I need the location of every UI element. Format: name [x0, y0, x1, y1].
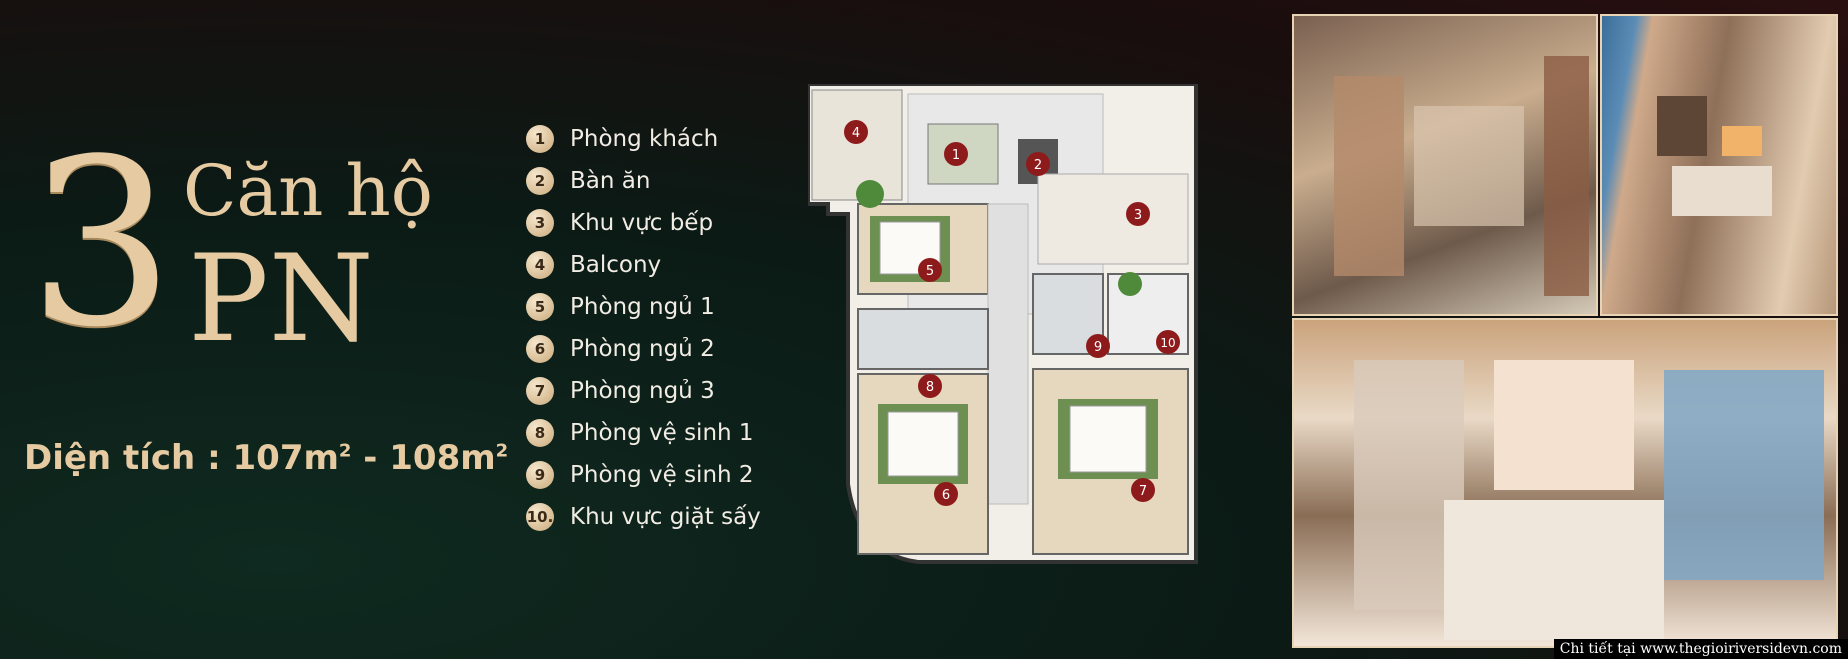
plan-marker: 1: [944, 142, 968, 166]
legend-number: 3: [526, 209, 554, 237]
svg-text:5: 5: [926, 264, 934, 279]
legend-label: Phòng ngủ 3: [570, 378, 715, 404]
legend-label: Phòng khách: [570, 126, 719, 152]
plant-icon: [856, 180, 884, 208]
legend-item: 4 Balcony: [526, 244, 761, 286]
area-max: 108m: [389, 438, 496, 478]
svg-text:7: 7: [1139, 484, 1147, 499]
legend-item: 9 Phòng vệ sinh 2: [526, 454, 761, 496]
dressing-room-photo: [1292, 14, 1598, 316]
area-separator: -: [351, 438, 390, 478]
legend-label: Khu vực bếp: [570, 210, 714, 236]
legend-number: 6: [526, 335, 554, 363]
plan-marker: 3: [1126, 202, 1150, 226]
legend-number: 5: [526, 293, 554, 321]
floor-plan: 1 2 3 4 5 6 7 8 9 10: [808, 84, 1198, 564]
title-line2: PN: [188, 230, 374, 369]
living-room-photo: [1600, 14, 1838, 316]
bedroom-photo: [1292, 318, 1838, 648]
area-min: 107m: [232, 438, 339, 478]
bedroom-count: 3: [28, 111, 175, 378]
legend-label: Bàn ăn: [570, 168, 651, 194]
legend-item: 2 Bàn ăn: [526, 160, 761, 202]
area-label: Diện tích :: [24, 438, 233, 478]
plan-marker: 5: [918, 258, 942, 282]
bathroom1-floor: [857, 308, 989, 370]
legend-label: Phòng vệ sinh 1: [570, 420, 754, 446]
source-footer: Chi tiết tại www.thegioiriversidevn.com: [1553, 639, 1848, 659]
area-min-sup: 2: [338, 440, 352, 462]
svg-text:8: 8: [926, 380, 934, 395]
legend-number: 10.: [526, 503, 554, 531]
legend-number: 2: [526, 167, 554, 195]
svg-text:2: 2: [1034, 158, 1042, 173]
legend-item: 3 Khu vực bếp: [526, 202, 761, 244]
plant-icon: [1118, 272, 1142, 296]
legend-item: 5 Phòng ngủ 1: [526, 286, 761, 328]
plan-marker: 7: [1131, 478, 1155, 502]
legend-number: 7: [526, 377, 554, 405]
svg-text:1: 1: [952, 148, 960, 163]
bedroom2-bed: [887, 411, 959, 477]
title-line1: Căn hộ: [183, 150, 433, 232]
legend-item: 10. Khu vực giặt sấy: [526, 496, 761, 538]
plan-marker: 8: [918, 374, 942, 398]
legend-item: 6 Phòng ngủ 2: [526, 328, 761, 370]
svg-text:3: 3: [1134, 208, 1142, 223]
legend-item: 8 Phòng vệ sinh 1: [526, 412, 761, 454]
legend-label: Phòng vệ sinh 2: [570, 462, 754, 488]
plan-marker: 6: [934, 482, 958, 506]
plan-marker: 10: [1156, 330, 1180, 354]
svg-text:6: 6: [942, 488, 950, 503]
bedroom3-bed: [1069, 405, 1147, 473]
svg-text:10: 10: [1160, 336, 1175, 350]
legend-number: 8: [526, 419, 554, 447]
svg-text:9: 9: [1094, 340, 1102, 355]
legend-label: Phòng ngủ 1: [570, 294, 715, 320]
plan-marker: 9: [1086, 334, 1110, 358]
kitchen-floor: [1037, 173, 1189, 265]
legend-number: 1: [526, 125, 554, 153]
svg-text:4: 4: [852, 126, 860, 141]
legend-item: 1 Phòng khách: [526, 118, 761, 160]
plan-marker: 2: [1026, 152, 1050, 176]
plan-marker: 4: [844, 120, 868, 144]
legend-item: 7 Phòng ngủ 3: [526, 370, 761, 412]
room-legend: 1 Phòng khách 2 Bàn ăn 3 Khu vực bếp 4 Balco…: [526, 118, 761, 538]
hallway: [987, 203, 1029, 505]
legend-label: Phòng ngủ 2: [570, 336, 715, 362]
legend-label: Balcony: [570, 252, 662, 278]
title-block: 3 Căn hộ PN: [28, 130, 508, 410]
area-max-sup: 2: [495, 440, 509, 462]
legend-label: Khu vực giặt sấy: [570, 504, 761, 530]
area-text: Diện tích : 107m2 - 108m2: [24, 438, 508, 478]
legend-number: 9: [526, 461, 554, 489]
legend-number: 4: [526, 251, 554, 279]
balcony-area: [811, 89, 903, 201]
